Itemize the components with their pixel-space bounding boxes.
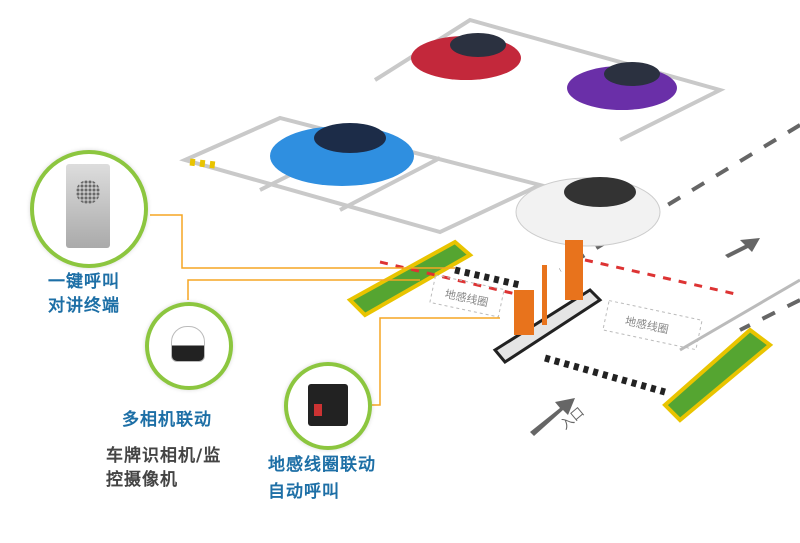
camera-label-2: 控摄像机 (106, 470, 178, 490)
camera-title: 多相机联动 (122, 410, 212, 430)
curbs (189, 158, 666, 396)
loop-detector-label-1: 地感线圈联动 (268, 455, 376, 475)
loop-detector-device (284, 362, 372, 450)
entrance-arrow-icon (530, 398, 575, 436)
dome-camera-icon (171, 326, 205, 362)
direction-arrow-icon (725, 238, 760, 258)
car-red (411, 33, 521, 80)
loop-area-right (602, 299, 703, 351)
ticket-kiosk (565, 240, 583, 300)
intercom-label-1: 一键呼叫 (48, 272, 120, 292)
loop-label-right: 地感线圈 (624, 314, 670, 337)
loop-label-left: 地感线圈 (444, 287, 490, 310)
camera-label-1: 车牌识相机/监 (106, 446, 222, 466)
car-white (515, 177, 661, 247)
barrier-post (542, 265, 547, 325)
camera-device (145, 302, 233, 390)
barrier-island (492, 288, 603, 364)
barrier-arm-right (584, 258, 741, 297)
loop-detector-icon (308, 384, 348, 426)
intercom-device (30, 150, 148, 268)
grass-islands (346, 239, 774, 423)
road-edge (679, 278, 800, 352)
intercom-label-2: 对讲终端 (48, 296, 120, 316)
connector-lines (150, 214, 500, 406)
loop-detector-label-2: 自动呼叫 (268, 482, 340, 502)
car-purple (567, 62, 677, 110)
barrier-gate (514, 290, 534, 335)
intercom-icon (66, 164, 110, 248)
car-blue (270, 123, 414, 186)
loop-area-left (429, 274, 505, 318)
